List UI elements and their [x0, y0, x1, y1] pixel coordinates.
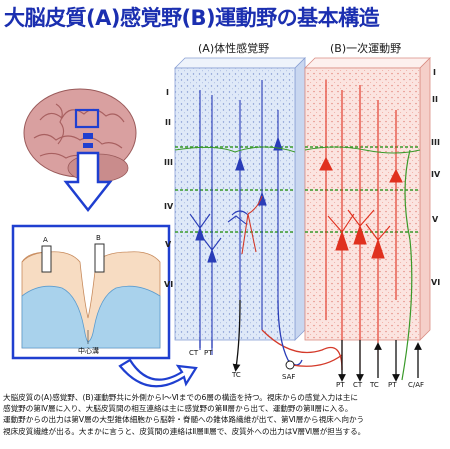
layer-b-1: I: [433, 68, 436, 77]
fiber-label-pt-c: PT: [388, 381, 397, 389]
caption-line: 視床皮質繊維が出る。大まかに言うと、皮質間の連絡はⅡ層Ⅲ層で、皮質外への出力はⅤ…: [3, 426, 366, 436]
fiber-label-ct-a: CT: [189, 349, 199, 357]
fiber-label-pt-b: PT: [336, 381, 345, 389]
layer-b-5: V: [432, 215, 439, 224]
panel-b-label: (B)一次運動野: [330, 42, 402, 55]
inset-marker-b: [94, 243, 105, 273]
sulcus-inset: [11, 224, 171, 360]
layer-a-6: VI: [164, 280, 174, 289]
fiber-label-caf: C/AF: [408, 381, 425, 389]
curved-arrow-icon: [118, 358, 198, 388]
fiber-label-ct-b: CT: [353, 381, 363, 389]
inset-label-b: B: [96, 234, 101, 242]
motor-cortex-block: [304, 57, 431, 381]
fiber-label-tc-a: TC: [232, 371, 241, 379]
layer-b-4: IV: [431, 170, 441, 179]
caption-line: 感覚野の第Ⅳ層に入り、大脳皮質間の相互連絡は主に感覚野の第Ⅲ層から出て、運動野の…: [3, 404, 353, 414]
layer-b-6: VI: [431, 278, 441, 287]
down-arrow-icon: [63, 151, 113, 213]
layer-a-4: IV: [164, 202, 174, 211]
layer-a-3: III: [164, 158, 173, 167]
layer-b-2: II: [432, 95, 438, 104]
sensory-cortex-block: [174, 57, 306, 355]
layer-b-3: III: [431, 138, 440, 147]
layer-a-2: II: [165, 118, 171, 127]
inset-label-a: A: [43, 236, 48, 244]
sulcus-label: 中心溝: [78, 347, 99, 355]
fiber-label-saf: SAF: [282, 373, 296, 381]
panel-a-label: (A)体性感覚野: [198, 42, 270, 55]
layer-a-1: I: [166, 88, 169, 97]
brain-illustration: [23, 88, 137, 183]
layer-a-5: V: [165, 240, 172, 249]
caption-line: 大脳皮質の(A)感覚野、(B)運動野共に外側からⅠ～Ⅵまでの6層の構造を持つ。視…: [3, 393, 358, 402]
inset-marker-a: [41, 245, 52, 273]
page-title: 大脳皮質(A)感覚野(B)運動野の基本構造: [4, 6, 380, 30]
fiber-label-tc-b: TC: [370, 381, 379, 389]
fiber-tracts: [199, 299, 422, 382]
saf-junction: [285, 360, 295, 370]
caption-line: 運動野からの出力は第Ⅴ層の大型錐体細胞から脳幹・脊髄への錐体路繊維が出て、第Ⅵ層…: [3, 415, 365, 425]
brain-highlight-box: [74, 108, 100, 129]
fiber-label-pt-a: PT: [204, 349, 213, 357]
caption: 大脳皮質の(A)感覚野、(B)運動野共に外側からⅠ～Ⅵまでの6層の構造を持つ。視…: [3, 392, 449, 437]
